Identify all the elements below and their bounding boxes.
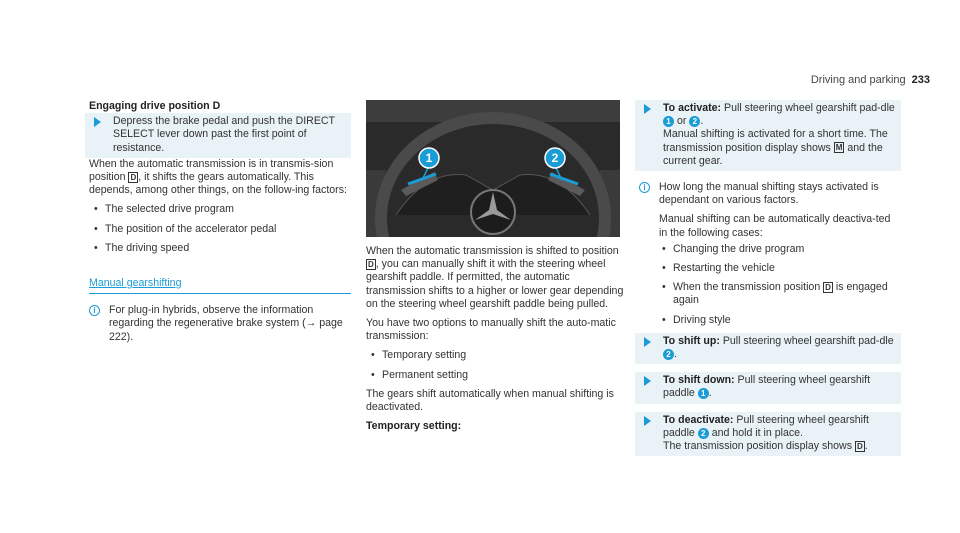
item-text: When the transmission position: [673, 281, 824, 294]
step-text: .: [864, 440, 868, 453]
list-item: The selected drive program: [89, 203, 351, 216]
step-arrow-icon: [644, 336, 651, 347]
auto-shift-paragraph: When the automatic transmission is in tr…: [89, 158, 351, 198]
item-text: is engaged again: [673, 281, 888, 307]
list-item: Changing the drive program: [657, 243, 901, 256]
manual-shift-paragraph: When the automatic transmission is shift…: [366, 245, 626, 311]
note-text: Manual shifting can be automatically dea…: [659, 213, 891, 239]
page-header: Driving and parking 233: [811, 74, 930, 86]
para-text: When the automatic transmission is in tr…: [89, 157, 334, 184]
para-text: When the automatic transmission is shift…: [366, 245, 619, 257]
options-list: Temporary setting Permanent setting: [366, 349, 626, 382]
step-text: Pull steering wheel gearshift pad-dle: [719, 334, 894, 347]
deactivated-paragraph: The gears shift automatically when manua…: [366, 387, 614, 414]
step-label: To shift up:: [663, 334, 720, 347]
step-text: Depress the brake pedal and push the DIR…: [113, 115, 335, 154]
info-icon: i: [639, 182, 650, 194]
drive-d-icon: D: [128, 171, 139, 183]
step-arrow-icon: [94, 117, 101, 128]
step-text: and hold it in place.: [708, 426, 803, 439]
list-item: The driving speed: [89, 242, 351, 255]
step-arrow-icon: [644, 104, 651, 114]
hybrid-note: i For plug-in hybrids, observe the infor…: [89, 304, 351, 344]
step-text: Pull steering wheel gearshift paddle: [663, 413, 869, 439]
left-column: Engaging drive position D Depress the br…: [85, 100, 351, 344]
note-text: For plug-in hybrids, observe the informa…: [109, 304, 343, 343]
step-shift-down: To shift down: Pull steering wheel gears…: [635, 372, 901, 404]
page-number: 233: [911, 74, 930, 86]
middle-column: 1 2 When the automatic transmission is s…: [366, 100, 626, 433]
step-engage-d: Depress the brake pedal and push the DIR…: [85, 113, 351, 158]
manual-m-icon: M: [833, 142, 845, 154]
manual-note: i How long the manual shifting stays act…: [639, 181, 901, 327]
callout-1: 1: [426, 151, 433, 165]
options-paragraph: You have two options to manually shift t…: [366, 317, 616, 343]
callout-2-icon: 2: [697, 427, 709, 439]
drive-d-icon: D: [823, 281, 833, 293]
step-text: The transmission position display shows: [663, 440, 855, 453]
list-item: The position of the accelerator pedal: [89, 223, 351, 236]
temporary-setting-heading: Temporary setting:: [366, 420, 462, 433]
step-activate: To activate: Pull steering wheel gearshi…: [635, 100, 901, 172]
drive-d-icon: D: [854, 440, 865, 452]
section-title: Driving and parking: [810, 74, 906, 86]
callout-2-icon: 2: [689, 115, 701, 127]
deactivation-cases-list: Changing the drive program Restarting th…: [657, 243, 901, 327]
step-label: To shift down:: [663, 374, 735, 387]
step-deactivate: To deactivate: Pull steering wheel gears…: [635, 411, 901, 457]
step-label: To deactivate:: [663, 413, 734, 426]
step-arrow-icon: [644, 415, 651, 426]
factor-list: The selected drive program The position …: [89, 203, 351, 255]
callout-1-icon: 1: [697, 388, 709, 400]
list-item: Driving style: [657, 314, 901, 327]
callout-1-icon: 1: [663, 115, 674, 127]
step-text: Pull steering wheel gearshift paddle: [663, 374, 871, 400]
step-text: or: [674, 115, 690, 128]
manual-gearshifting-heading[interactable]: Manual gearshifting: [89, 277, 351, 295]
info-icon: i: [89, 305, 100, 317]
step-text: .: [674, 348, 677, 361]
list-item: Permanent setting: [366, 369, 626, 382]
steering-wheel-image: 1 2: [366, 100, 620, 237]
list-item: Temporary setting: [366, 349, 626, 362]
step-text: Manual shifting is activated for a short…: [663, 128, 888, 154]
section-link[interactable]: Manual gearshifting: [89, 277, 182, 290]
step-arrow-icon: [644, 376, 651, 387]
step-shift-up: To shift up: Pull steering wheel gearshi…: [635, 332, 901, 365]
right-column: To activate: Pull steering wheel gearshi…: [635, 100, 901, 457]
para-text: , it shifts the gears automatically. Thi…: [89, 171, 347, 197]
note-text: How long the manual shifting stays activ…: [659, 181, 879, 207]
steering-wheel-illustration: 1 2: [366, 100, 620, 237]
para-text: , you can manually shift it with the ste…: [366, 258, 624, 310]
step-text: Pull steering wheel gearshift pad-dle: [721, 102, 895, 114]
callout-2: 2: [552, 151, 559, 165]
step-label: To activate:: [663, 102, 722, 114]
drive-d-icon: D: [366, 258, 376, 270]
step-text: .: [700, 115, 704, 128]
step-text: and the current gear.: [663, 141, 883, 167]
list-item: Restarting the vehicle: [657, 262, 901, 275]
left-heading: Engaging drive position D: [89, 100, 221, 112]
step-text: .: [708, 387, 712, 400]
callout-2-icon: 2: [663, 348, 674, 360]
list-item: When the transmission position D is enga…: [657, 281, 901, 307]
